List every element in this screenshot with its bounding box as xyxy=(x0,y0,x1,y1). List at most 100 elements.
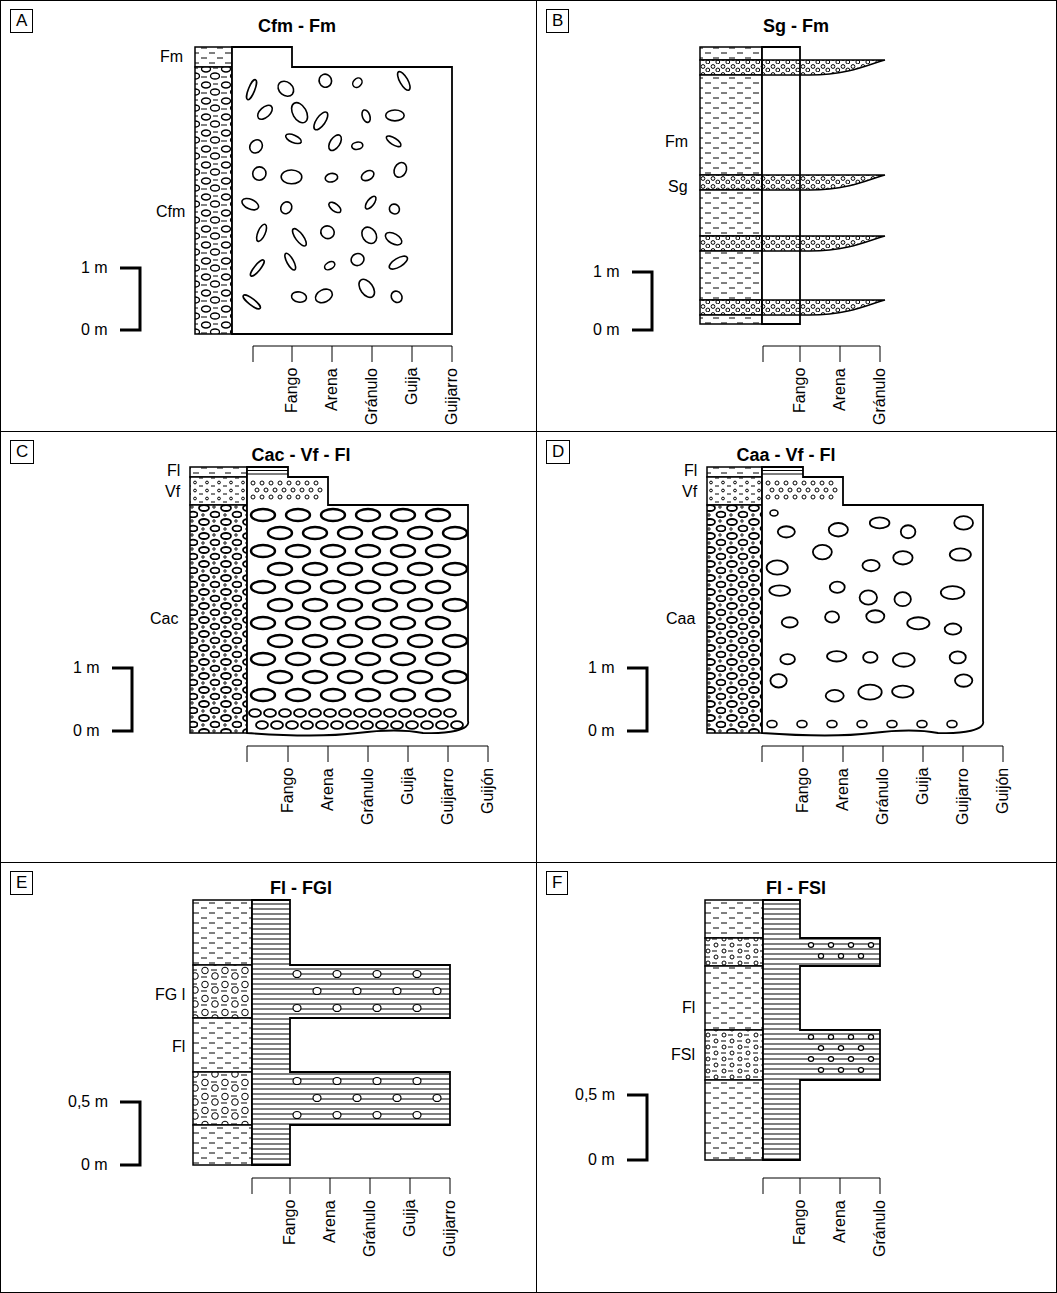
lithology-column xyxy=(700,236,762,251)
granule xyxy=(824,488,828,492)
lamina xyxy=(763,984,880,985)
sand-grain xyxy=(838,954,843,959)
scale-bracket xyxy=(627,668,647,731)
lamina xyxy=(763,1054,880,1055)
sand-grain xyxy=(828,943,833,948)
lithology-column xyxy=(700,175,762,190)
clast xyxy=(323,260,336,271)
granule xyxy=(829,481,833,485)
granule xyxy=(260,481,264,485)
sand-grain xyxy=(858,954,863,959)
sand-grain xyxy=(868,1057,873,1062)
clast xyxy=(327,200,343,214)
clast xyxy=(813,545,832,559)
axis-tick xyxy=(368,746,369,762)
clast xyxy=(391,721,403,729)
axis-tick xyxy=(410,1178,411,1194)
axis-tick xyxy=(488,746,489,762)
clast xyxy=(278,200,294,216)
clast xyxy=(245,79,259,101)
pebble xyxy=(293,1112,301,1119)
clast xyxy=(892,686,913,698)
imbricated-clast xyxy=(426,617,450,629)
granule xyxy=(318,488,322,492)
clast xyxy=(827,651,846,661)
lamina xyxy=(252,959,450,960)
panel-title: Fl - FGl xyxy=(270,877,332,899)
clast xyxy=(319,224,336,240)
grain-size-label: Fango xyxy=(279,768,297,813)
clast xyxy=(349,251,366,267)
clast xyxy=(421,721,433,729)
scale-value: 0 m xyxy=(81,321,108,339)
lamina xyxy=(252,1159,450,1160)
lamina xyxy=(252,1054,450,1055)
grain-size-label: Fango xyxy=(281,1200,299,1245)
pebble xyxy=(333,1112,341,1119)
sand-grain xyxy=(828,1035,833,1040)
lamina xyxy=(247,470,288,471)
lamina xyxy=(252,924,450,925)
imbricated-clast xyxy=(338,527,362,539)
pebble xyxy=(373,971,381,978)
clast xyxy=(429,709,441,717)
sand-grain xyxy=(808,943,813,948)
grain-size-label: Guijón xyxy=(994,768,1012,814)
granule xyxy=(788,488,792,492)
lithology-column xyxy=(193,965,252,1018)
granule xyxy=(251,481,255,485)
gravel-lens xyxy=(762,236,885,251)
lamina xyxy=(252,1139,450,1140)
granule xyxy=(775,495,779,499)
lithology-column xyxy=(190,477,247,505)
imbricated-clast xyxy=(443,527,467,539)
facies-code: Cfm xyxy=(156,203,185,221)
lamina xyxy=(763,944,880,945)
clast xyxy=(825,611,839,622)
panel-letter-box: B xyxy=(546,9,569,33)
granule xyxy=(802,495,806,499)
lamina xyxy=(252,1069,450,1070)
clast xyxy=(770,510,778,516)
granule xyxy=(766,495,770,499)
granule xyxy=(766,481,770,485)
lamina xyxy=(763,909,880,910)
clast xyxy=(778,526,795,537)
lamina xyxy=(252,1034,450,1035)
lamina xyxy=(252,904,450,905)
scale-value: 0 m xyxy=(588,722,615,740)
profile-outline xyxy=(247,467,468,736)
clast xyxy=(290,227,308,248)
pebble xyxy=(413,1112,421,1119)
panel-title: Cac - Vf - Fl xyxy=(251,444,350,466)
axis-tick xyxy=(843,746,844,762)
imbricated-clast xyxy=(303,527,327,539)
imbricated-clast xyxy=(251,545,275,557)
clast xyxy=(387,254,409,272)
facies-code: Fl xyxy=(167,462,180,480)
granule xyxy=(305,481,309,485)
lamina xyxy=(252,989,450,990)
imbricated-clast xyxy=(408,635,432,647)
imbricated-clast xyxy=(373,599,397,611)
lithology-column xyxy=(700,315,762,324)
lamina xyxy=(252,1029,450,1030)
granule xyxy=(797,488,801,492)
clast xyxy=(346,721,358,729)
lamina xyxy=(762,474,803,475)
granule xyxy=(273,488,277,492)
clast xyxy=(782,617,798,627)
clast xyxy=(414,709,426,717)
clast xyxy=(387,202,401,216)
lamina xyxy=(252,929,450,930)
lithology-column xyxy=(705,966,763,1030)
clast xyxy=(326,133,344,153)
clast xyxy=(392,160,409,179)
imbricated-clast xyxy=(251,509,275,521)
lithology-column xyxy=(195,47,232,67)
lamina xyxy=(763,1089,880,1090)
lithology-column xyxy=(705,938,763,966)
clast xyxy=(286,721,298,729)
axis-tick xyxy=(370,1178,371,1194)
facies-log xyxy=(627,467,1003,762)
